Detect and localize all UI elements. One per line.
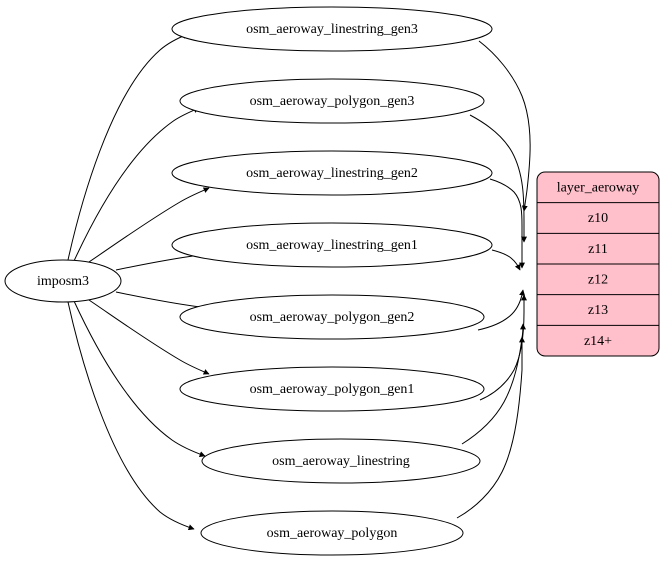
node-osm_aeroway_linestring_gen3[interactable]: osm_aeroway_linestring_gen3 xyxy=(171,6,493,52)
edge-osm_aeroway_linestring_gen3-to-layer_aeroway_z10 xyxy=(478,40,531,212)
node-osm_aeroway_polygon_gen3[interactable]: osm_aeroway_polygon_gen3 xyxy=(179,78,485,124)
edge-osm_aeroway_polygon-to-layer_aeroway_z14 xyxy=(456,336,525,519)
node-imposm3-shape xyxy=(4,259,122,303)
node-osm_aeroway_polygon_gen1-label: osm_aeroway_polygon_gen1 xyxy=(250,382,415,397)
node-osm_aeroway_linestring_gen2[interactable]: osm_aeroway_linestring_gen2 xyxy=(171,150,493,196)
edge-osm_aeroway_polygon_gen2-to-layer_aeroway_z13 xyxy=(477,289,526,331)
node-osm_aeroway_polygon_gen3-shape xyxy=(179,78,485,124)
node-osm_aeroway_polygon_gen1-shape xyxy=(179,366,485,412)
node-osm_aeroway_polygon-shape xyxy=(200,510,464,556)
node-osm_aeroway_linestring_gen1-shape xyxy=(171,222,493,268)
edge-imposm3-to-osm_aeroway_polygon_gen3 xyxy=(73,107,200,262)
edge-osm_aeroway_polygon_gen3-to-layer_aeroway_z11 xyxy=(469,114,527,243)
layer-aeroway-record[interactable]: layer_aeroway z10 z11 z12 z13 z14+ xyxy=(536,171,660,357)
node-osm_aeroway_linestring-label: osm_aeroway_linestring xyxy=(272,454,410,469)
node-osm_aeroway_polygon-label: osm_aeroway_polygon xyxy=(267,526,398,541)
node-osm_aeroway_linestring-shape xyxy=(201,438,481,484)
node-osm_aeroway_linestring_gen2-label: osm_aeroway_linestring_gen2 xyxy=(246,166,418,181)
node-osm_aeroway_polygon[interactable]: osm_aeroway_polygon xyxy=(200,510,464,556)
layer-aeroway-row-z13[interactable]: z13 xyxy=(588,303,608,318)
node-osm_aeroway_linestring_gen1[interactable]: osm_aeroway_linestring_gen1 xyxy=(171,222,493,268)
node-osm_aeroway_linestring_gen3-shape xyxy=(171,6,493,52)
node-osm_aeroway_polygon_gen2-shape xyxy=(179,294,485,340)
edge-imposm3-to-osm_aeroway_linestring_gen2 xyxy=(85,187,210,265)
layer-aeroway-row-z11[interactable]: z11 xyxy=(588,242,608,257)
node-osm_aeroway_linestring_gen1-label: osm_aeroway_linestring_gen1 xyxy=(246,238,418,253)
edge-osm_aeroway_linestring_gen2-to-layer_aeroway_z12 xyxy=(489,178,525,269)
edge-osm_aeroway_polygon_gen1-to-layer_aeroway_z13 xyxy=(479,294,527,401)
node-osm_aeroway_linestring[interactable]: osm_aeroway_linestring xyxy=(201,438,481,484)
edge-imposm3-to-osm_aeroway_polygon_gen1 xyxy=(85,297,210,375)
layer-aeroway-row-z14plus[interactable]: z14+ xyxy=(584,334,612,349)
edge-osm_aeroway_linestring_gen1-to-layer_aeroway_z12 xyxy=(491,249,521,271)
layer-aeroway-header-label: layer_aeroway xyxy=(557,181,639,196)
node-osm_aeroway_polygon_gen2-label: osm_aeroway_polygon_gen2 xyxy=(250,310,415,325)
layer-aeroway-row-z10[interactable]: z10 xyxy=(588,211,608,226)
edge-imposm3-to-osm_aeroway_polygon xyxy=(67,301,195,531)
nodes-group: imposm3 osm_aeroway_linestring_gen3 osm_ae… xyxy=(4,6,493,556)
edge-imposm3-to-osm_aeroway_linestring_gen3 xyxy=(67,33,189,261)
edge-osm_aeroway_linestring-to-layer_aeroway_z14 xyxy=(461,323,526,445)
node-imposm3[interactable]: imposm3 xyxy=(4,259,122,303)
node-osm_aeroway_linestring_gen2-shape xyxy=(171,150,493,196)
node-osm_aeroway_linestring_gen3-label: osm_aeroway_linestring_gen3 xyxy=(246,22,418,37)
node-imposm3-label: imposm3 xyxy=(37,274,89,289)
edge-imposm3-to-osm_aeroway_linestring xyxy=(73,300,206,457)
node-osm_aeroway_polygon_gen1[interactable]: osm_aeroway_polygon_gen1 xyxy=(179,366,485,412)
node-osm_aeroway_polygon_gen2[interactable]: osm_aeroway_polygon_gen2 xyxy=(179,294,485,340)
layer-aeroway-row-z12[interactable]: z12 xyxy=(588,273,608,288)
node-osm_aeroway_polygon_gen3-label: osm_aeroway_polygon_gen3 xyxy=(250,94,415,109)
edges-group xyxy=(67,33,531,531)
